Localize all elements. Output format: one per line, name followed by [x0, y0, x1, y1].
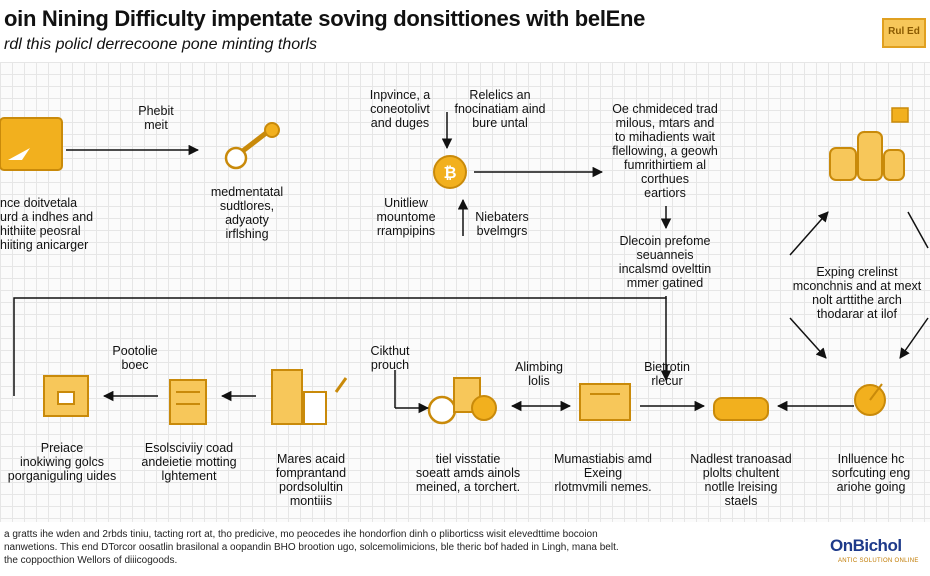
hammer-icon — [224, 122, 280, 170]
server-icon — [713, 397, 769, 421]
wallet-icon — [0, 117, 63, 171]
label-coin-top-right: Relelics an fnocinatiam aind bure untal — [454, 88, 546, 130]
coin-stack-icon — [829, 107, 909, 181]
toolbox-icon — [271, 369, 348, 425]
label-b1-desc: Preiace inokiwing golcs porganiguling ui… — [7, 441, 117, 483]
cycle-arrow-down-right — [899, 317, 929, 359]
label-mid-top: Oe chmideced trad milous, mtars and to m… — [612, 102, 718, 200]
label-mid-bottom: Dlecoin prefome seuanneis incalsmd ovelt… — [618, 234, 712, 290]
page-title: oin Nining Difficulty impentate soving d… — [4, 6, 646, 31]
label-b4-desc: tiel visstatie soeatt amds ainols meined… — [415, 452, 521, 494]
label-top-left-hand: Phebit meit — [138, 104, 174, 132]
label-arrow-b3: Alimbing lolis — [515, 360, 563, 388]
coin-symbol: ₿ — [443, 164, 456, 182]
brand-logo: OnBichol — [830, 536, 902, 555]
gauge-icon — [854, 383, 886, 416]
page-subtitle: rdl this policl derrecoone pone minting … — [4, 36, 318, 53]
bitcoin-coin-icon — [433, 155, 467, 189]
cycle-arrow-up — [789, 211, 829, 256]
mining-machine-icon — [427, 377, 497, 425]
label-b2-desc: Esolsciviiy coad andeietie motting lghte… — [141, 441, 237, 483]
label-arrow-b4: Cikthut prouch — [370, 344, 410, 372]
document-icon — [43, 375, 89, 417]
label-b3-desc: Mares acaid fomprantand pordsolultin mon… — [275, 452, 347, 508]
label-arrow-b6: Pootolie boec — [112, 344, 158, 372]
brand-tagline: ANTIC SOLUTION ONLINE — [838, 558, 919, 564]
footer-text: a gratts ihe wden and 2rbds tiniu, tacti… — [4, 529, 619, 566]
label-coin-top-left: Inpvince, a coneotolivt and duges — [369, 88, 431, 130]
label-coin-bottom-right: Niebaters bvelmgrs — [475, 210, 529, 238]
label-b5-desc: Mumastiabis amd Exeing rlotmvmili nemes. — [554, 452, 652, 494]
cycle-arrow-down-left — [789, 317, 827, 359]
label-left-desc: nce doitvetala urd a indhes and hithiite… — [0, 196, 94, 252]
footer — [0, 522, 930, 576]
label-hammer-desc: medmentatal sudtlores, adyaoty irflshing — [210, 185, 284, 241]
building-icon — [169, 379, 207, 425]
label-arrow-b2: Bietrotin rlecur — [644, 360, 690, 388]
grid-background — [0, 62, 930, 522]
factory-icon — [579, 383, 631, 421]
label-coin-bottom-left: Unitliew mountome rrampipins — [376, 196, 436, 238]
loop-line — [13, 296, 667, 396]
corner-logo: Rul Ed — [882, 18, 926, 48]
label-b6-desc: Nadlest tranoasad plolts chultent notlle… — [690, 452, 792, 508]
label-b7-desc: Inlluence hc sorfcuting eng ariohe going — [831, 452, 911, 494]
cycle-line-right — [907, 211, 929, 249]
label-right-desc: Exping crelinst mconchnis and at mext no… — [792, 265, 922, 321]
